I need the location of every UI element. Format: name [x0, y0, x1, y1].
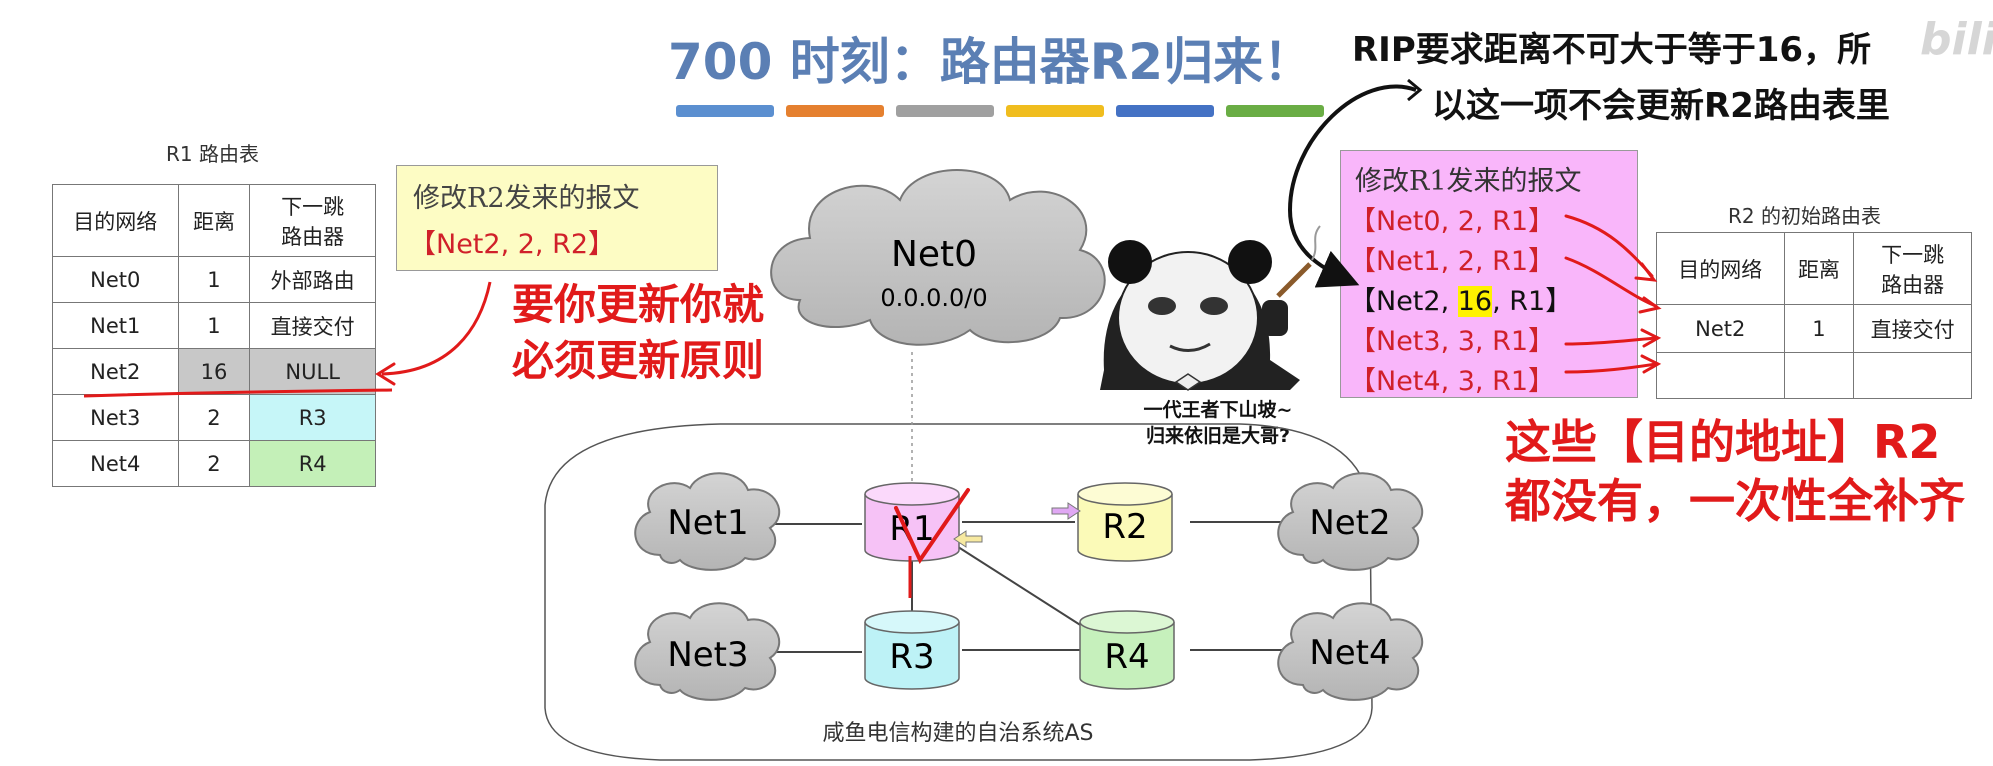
red-arrow-left: [381, 281, 492, 376]
net1-cloud: [634, 472, 781, 571]
r2-label: R2: [1102, 507, 1147, 547]
red-arrows-right: [1564, 214, 1662, 374]
black-arrow: [1287, 84, 1417, 288]
net3-label: Net3: [667, 635, 748, 675]
r2-header-next: 下一跳 路由器: [1853, 232, 1972, 305]
table-cell: 16: [177, 348, 251, 395]
net1-label: Net1: [667, 503, 748, 543]
packet-arrow-icon: [953, 530, 983, 548]
as-boundary: [544, 423, 1373, 761]
table-cell: Net4: [52, 440, 179, 487]
table-row: [1656, 352, 1972, 399]
title-color-bar: [896, 105, 994, 117]
router-r4: [1079, 610, 1175, 690]
top-note-line2: 以这一项不会更新R2路由表里: [1432, 86, 1890, 126]
r2-message-entry: 【Net2, 2, R2】: [409, 229, 616, 260]
r2-header-dest: 目的网络: [1656, 232, 1785, 305]
red-note-right-line2: 都没有，一次性全补齐: [1505, 474, 1965, 528]
slide-title: 700 时刻：路由器R2归来！: [668, 33, 1314, 91]
r1-message-title: 修改R1发来的报文: [1355, 166, 1582, 197]
red-note-right-line1: 这些【目的地址】R2: [1505, 415, 1941, 469]
title-color-bar: [786, 105, 884, 117]
r1-table-caption: R1 路由表: [166, 142, 259, 166]
net4-label: Net4: [1309, 633, 1390, 673]
arrowhead-icon: [375, 362, 396, 386]
r2-routing-table: 目的网络 距离 下一跳 路由器 Net2 1 直接交付: [1656, 232, 1972, 399]
panda-meme-face-icon: [1100, 225, 1321, 391]
net4-cloud: [1277, 602, 1424, 701]
net2-label: Net2: [1309, 503, 1390, 543]
table-cell: [1656, 352, 1785, 399]
r4-label: R4: [1104, 637, 1149, 677]
net2-cloud: [1277, 472, 1424, 571]
watermark-logo: bili: [1920, 14, 1993, 65]
packet-arrow-icon: [1051, 502, 1081, 520]
title-color-bar: [1226, 105, 1324, 117]
checkmark-icon: [894, 488, 970, 565]
r2-message-title: 修改R2发来的报文: [413, 183, 640, 214]
panda-caption-line2: 归来依旧是大哥?: [1145, 424, 1291, 447]
red-note-left-line2: 必须更新原则: [512, 336, 765, 385]
r1-message-entry: 【Net3, 3, R1】: [1349, 326, 1556, 357]
r1-header-dist: 距离: [177, 184, 251, 257]
table-cell: 直接交付: [249, 302, 376, 349]
r1-message-entry: 【Net4, 3, R1】: [1349, 366, 1556, 397]
net0-cloud: [770, 169, 1106, 346]
highlighted-distance: 16: [1457, 286, 1493, 317]
r2-message-box: 修改R2发来的报文 【Net2, 2, R2】: [396, 165, 718, 271]
red-underline: [83, 388, 393, 398]
title-color-bar: [1116, 105, 1214, 117]
r1-message-entry: 【Net0, 2, R1】: [1349, 206, 1556, 237]
r1-header-next: 下一跳 路由器: [249, 184, 376, 257]
table-cell: [1853, 352, 1972, 399]
top-note-line1: RIP要求距离不可大于等于16，所: [1352, 30, 1872, 70]
r1-routing-table: 目的网络 距离 下一跳 路由器 Net0 1 外部路由 Net1 1 直接交付 …: [52, 184, 376, 487]
table-cell: 2: [177, 394, 251, 441]
table-cell: [1783, 352, 1855, 399]
r1-message-entry-net2: 【Net2, 16, R1】: [1349, 286, 1573, 317]
table-cell: NULL: [249, 348, 376, 395]
router-r3: [864, 610, 960, 690]
net0-label: Net0: [891, 234, 977, 275]
table-row: Net1 1 直接交付: [52, 302, 376, 349]
table-row: Net2 16 NULL: [52, 348, 376, 395]
net3-cloud: [634, 602, 781, 701]
r1-message-entry: 【Net1, 2, R1】: [1349, 246, 1556, 277]
r2-header-dist: 距离: [1783, 232, 1855, 305]
table-cell: Net0: [52, 256, 179, 303]
table-row: Net4 2 R4: [52, 440, 376, 487]
table-cell: R4: [249, 440, 376, 487]
router-r2: [1077, 482, 1173, 562]
panda-caption: 一代王者下山坡~ 归来依旧是大哥?: [1108, 398, 1328, 449]
r2-table-caption: R2 的初始路由表: [1728, 204, 1881, 228]
table-cell: Net2: [1656, 304, 1785, 353]
table-cell: 1: [177, 256, 251, 303]
panda-caption-line1: 一代王者下山坡~: [1143, 399, 1293, 421]
as-label: 咸鱼电信构建的自治系统AS: [822, 721, 1093, 746]
router-r1: [864, 482, 960, 562]
title-color-bar: [676, 105, 774, 117]
table-row: Net2 1 直接交付: [1656, 304, 1972, 353]
network-links: [765, 521, 1282, 653]
table-row: Net0 1 外部路由: [52, 256, 376, 303]
net0-address: 0.0.0.0/0: [880, 284, 987, 312]
red-note-left-line1: 要你更新你就: [512, 280, 765, 329]
table-cell: Net1: [52, 302, 179, 349]
table-cell: 直接交付: [1853, 304, 1972, 353]
title-color-bar: [1006, 105, 1104, 117]
table-cell: 2: [177, 440, 251, 487]
table-cell: Net2: [52, 348, 179, 395]
r1-message-box: 修改R1发来的报文 【Net0, 2, R1】 【Net1, 2, R1】 【N…: [1340, 150, 1638, 398]
arrowhead-icon: [1407, 78, 1423, 102]
table-cell: 1: [177, 302, 251, 349]
r3-label: R3: [889, 637, 934, 677]
r1-header-dest: 目的网络: [52, 184, 179, 257]
table-cell: R3: [249, 394, 376, 441]
